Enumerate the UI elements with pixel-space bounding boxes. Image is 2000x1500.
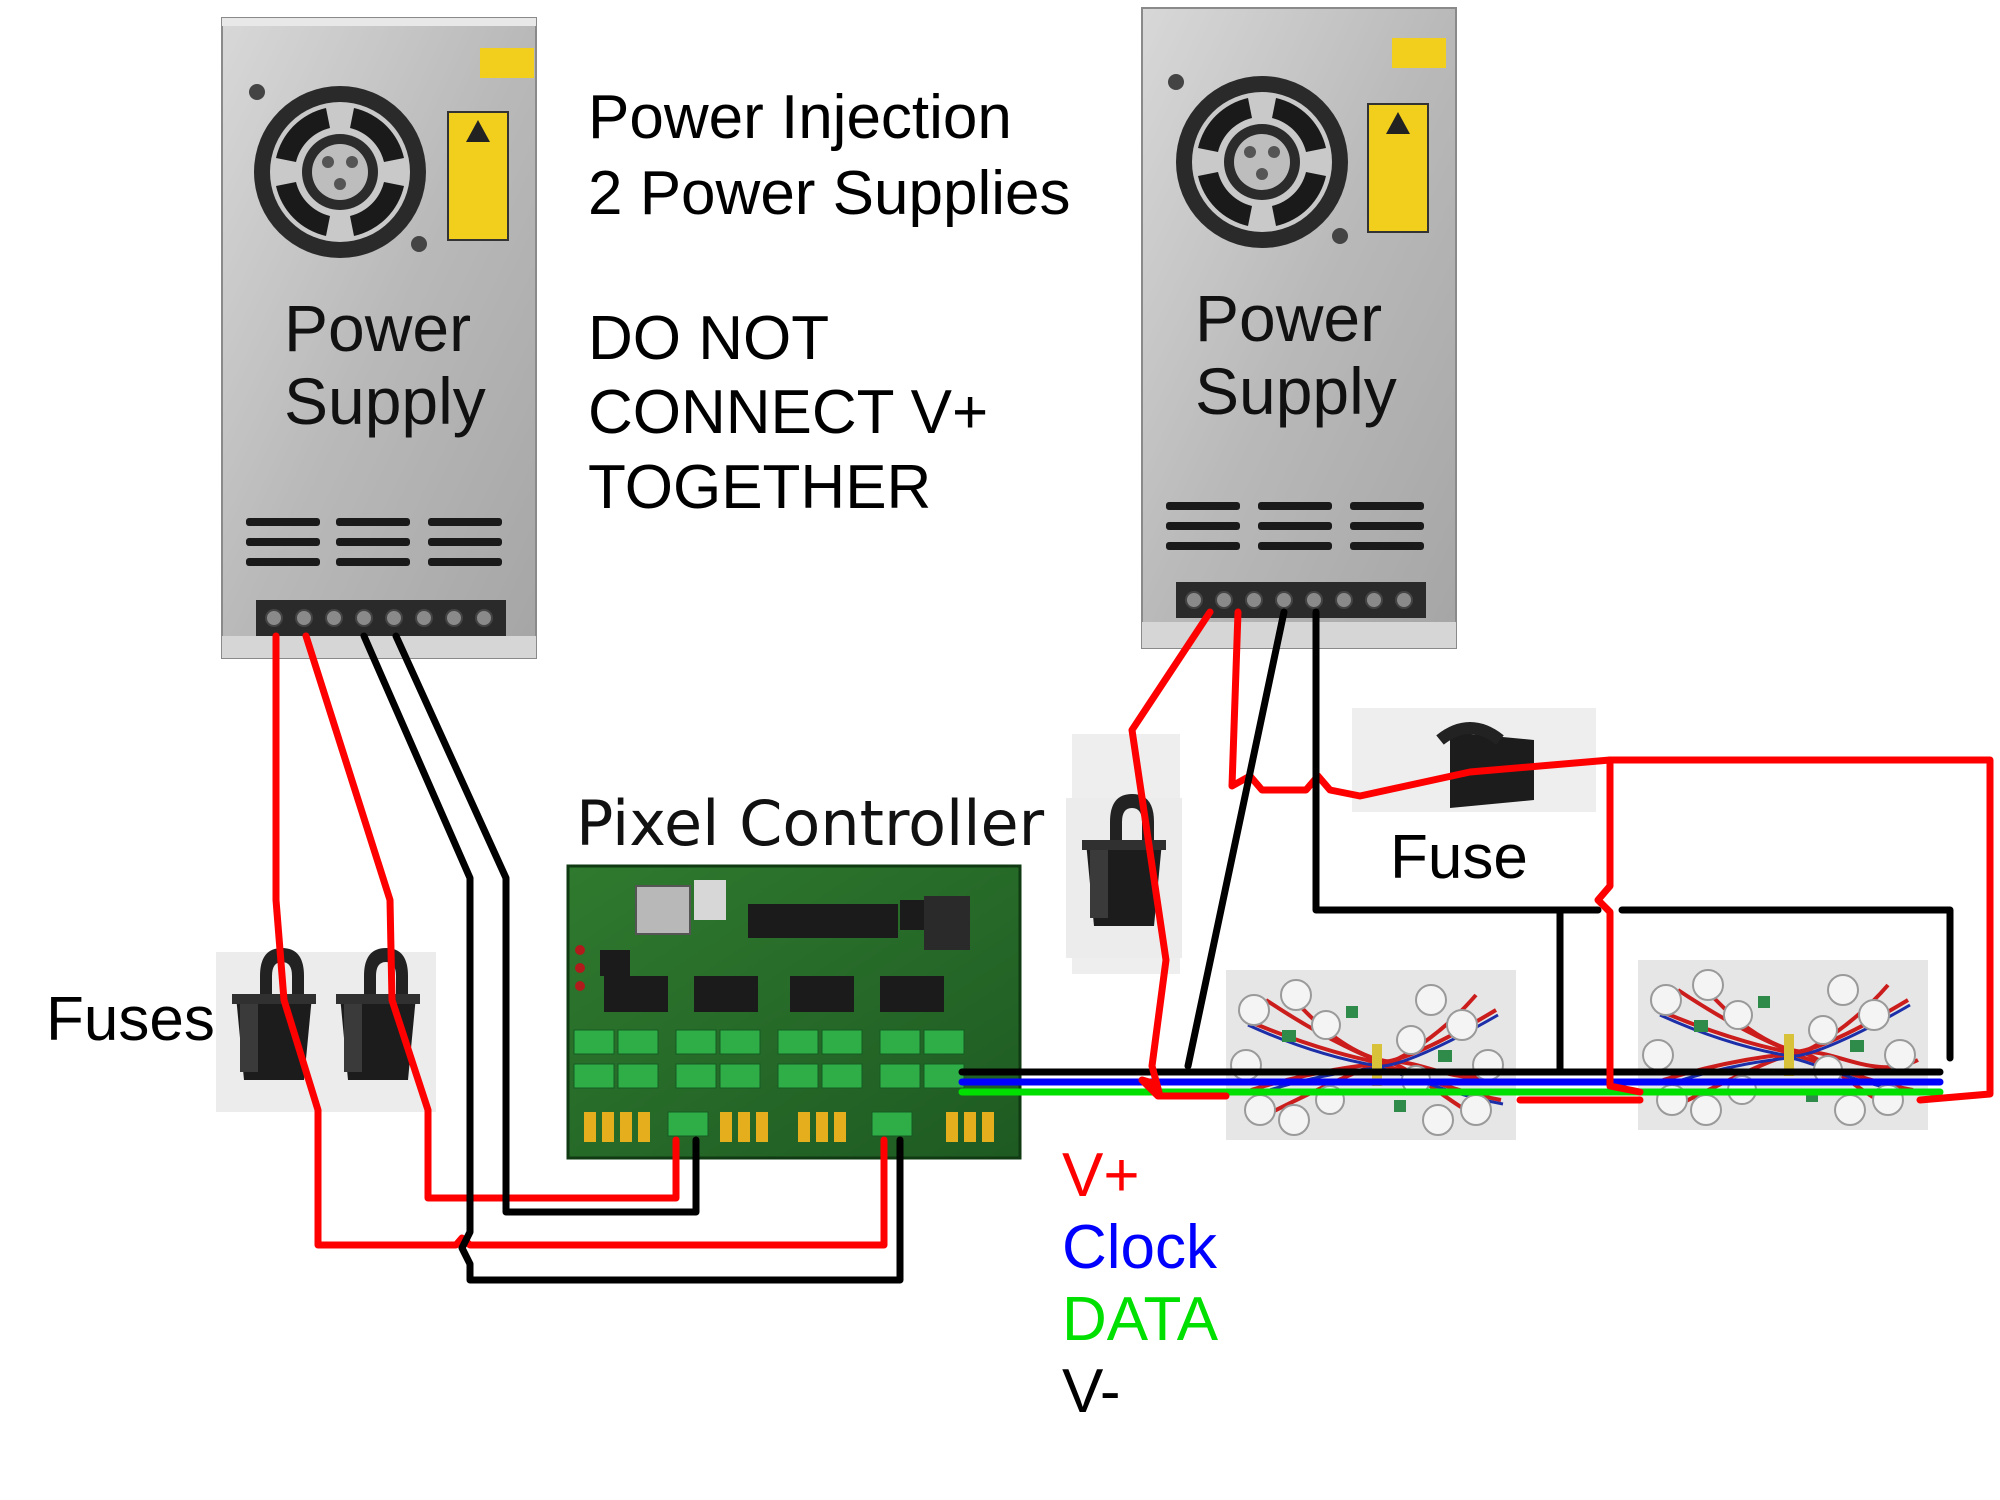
wire-psu2-negative-b [1312, 608, 1564, 1076]
wire-psu1-negative-b [392, 632, 700, 1216]
fuse-label: Fuse [1390, 823, 1528, 892]
pixel-controller-label: Pixel Controller [576, 787, 1045, 860]
led-pixel-string-icon [1224, 968, 1518, 1142]
warning-line-1: DO NOT [588, 304, 830, 373]
wire-bus-positive [1138, 1076, 1230, 1100]
power-supply-2-label: Power Supply [1195, 282, 1397, 427]
led-pixel-string-icon [1636, 958, 1930, 1132]
legend-item-negative: V- [1062, 1357, 1121, 1426]
power-supply-2 [1141, 7, 1457, 649]
psu1-label-line-1: Power [284, 291, 472, 365]
title-line-1: Power Injection [588, 83, 1012, 152]
psu2-label-line-1: Power [1195, 281, 1383, 355]
wire-psu2-positive-c [1594, 756, 1644, 1096]
legend-item-clock: Clock [1062, 1213, 1218, 1282]
title-line-2: 2 Power Supplies [588, 158, 1071, 228]
pixel-controller [566, 864, 1022, 1160]
legend-item-data: DATA [1062, 1285, 1219, 1354]
caution-label-icon [447, 111, 509, 241]
wire-psu1-positive-a [272, 632, 888, 1249]
psu1-label-line-2: Supply [284, 363, 486, 438]
fuses-label: Fuses [46, 985, 215, 1054]
psu2-label-line-2: Supply [1195, 353, 1397, 428]
power-supply-1-label: Power Supply [284, 292, 486, 437]
fan-icon [254, 86, 426, 258]
power-supply-1 [221, 17, 537, 659]
fan-icon [1176, 76, 1348, 248]
fuse-strip2 [1352, 708, 1596, 812]
warning-line-2: CONNECT V+ [588, 378, 989, 448]
wire-psu1-positive-b [302, 632, 680, 1202]
diagram-title: Power Injection 2 Power Supplies [588, 80, 1071, 231]
legend-item-positive: V+ [1062, 1141, 1140, 1210]
wire-psu2-negative-a [1184, 608, 1288, 1070]
wire-legend: V+ Clock DATA V- [1062, 1141, 1219, 1430]
wire-psu1-negative-a [360, 632, 904, 1284]
caution-label-icon [1367, 103, 1429, 233]
warning-line-3: TOGETHER [588, 452, 932, 522]
warning-note: DO NOT CONNECT V+ TOGETHER [588, 302, 988, 525]
wire-psu2-positive-a [1128, 608, 1214, 1100]
